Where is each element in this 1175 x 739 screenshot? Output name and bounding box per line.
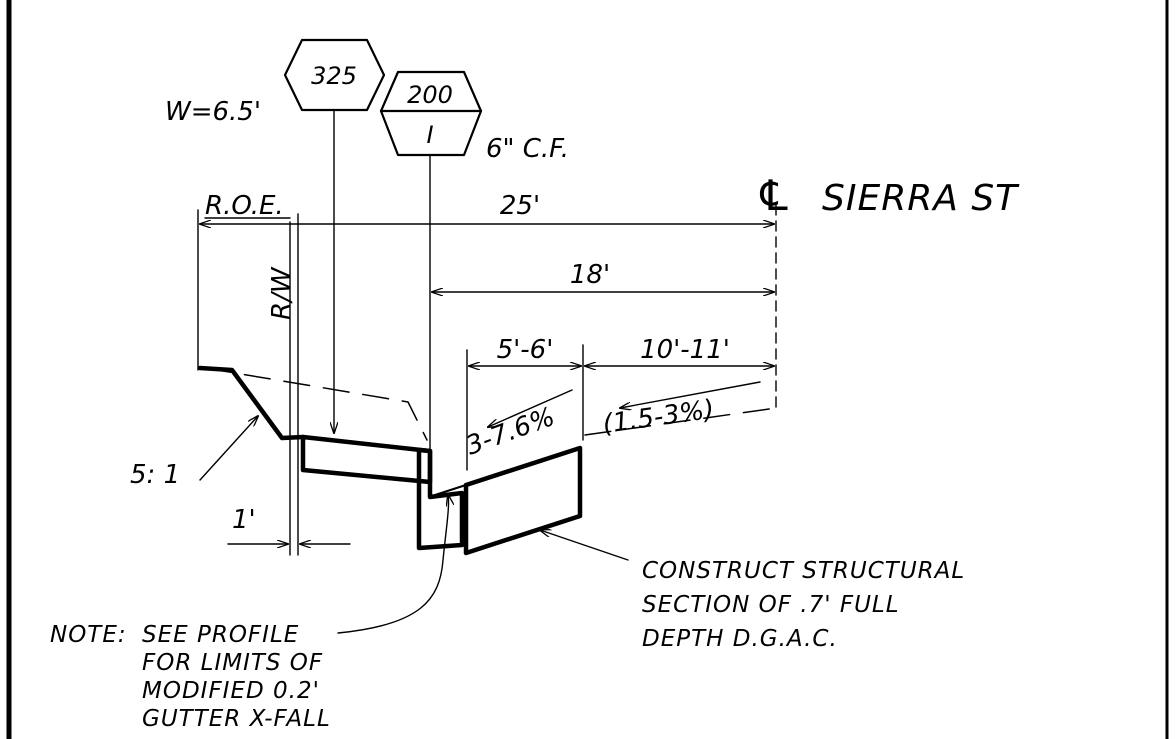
hex-i-label: I: [426, 121, 433, 149]
sidewalk-slab: [300, 434, 433, 485]
note-label: NOTE:: [50, 622, 127, 648]
dim-1-label: 1': [232, 505, 256, 535]
structural-note-leader: [540, 530, 629, 561]
slope-arrow-left: [488, 389, 573, 427]
hexagon-325-icon: [283, 38, 386, 112]
structural-note-line-3: DEPTH D.G.A.C.: [642, 626, 838, 652]
structural-note-line-2: SECTION OF .7' FULL: [642, 592, 900, 618]
hex-200-label: 200: [407, 81, 453, 109]
street-title: SIERRA ST: [822, 178, 1020, 219]
slope-1-5-3-label: (1.5-3%): [601, 395, 716, 440]
dim-18-label: 18': [570, 260, 610, 290]
slope-5-1-leader: [199, 416, 258, 481]
slope-arrow-right: [620, 381, 761, 408]
slope-3-7-6-label: 3-7.6%: [462, 402, 559, 462]
centerline-icon: ℄: [755, 171, 793, 220]
roe-label: R.O.E.: [205, 191, 284, 221]
existing-ground-line: [204, 367, 428, 441]
dim-5-6-label: 5'-6': [497, 335, 554, 365]
rw-label: R/W: [267, 266, 297, 320]
structural-note-line-1: CONSTRUCT STRUCTURAL: [642, 558, 965, 584]
gutter-line: [430, 446, 582, 498]
slope-grade-line: [197, 365, 306, 441]
profile-note-line-2: FOR LIMITS OF: [142, 650, 323, 676]
profile-note-leader: [337, 495, 449, 634]
profile-note-line-3: MODIFIED 0.2': [142, 678, 320, 704]
hex-325-label: 325: [311, 62, 357, 90]
existing-ground-line-2: [584, 407, 777, 436]
cf-label: 6" C.F.: [486, 134, 569, 164]
dim-25-label: 25': [500, 191, 540, 221]
width-label: W=6.5': [165, 97, 261, 127]
slope-5-1-label: 5: 1: [130, 460, 180, 490]
dim-10-11-label: 10'-11': [640, 335, 730, 365]
profile-note-line-1: SEE PROFILE: [142, 622, 299, 648]
profile-note-line-4: GUTTER X-FALL: [142, 706, 331, 732]
curb-block: [416, 447, 465, 551]
